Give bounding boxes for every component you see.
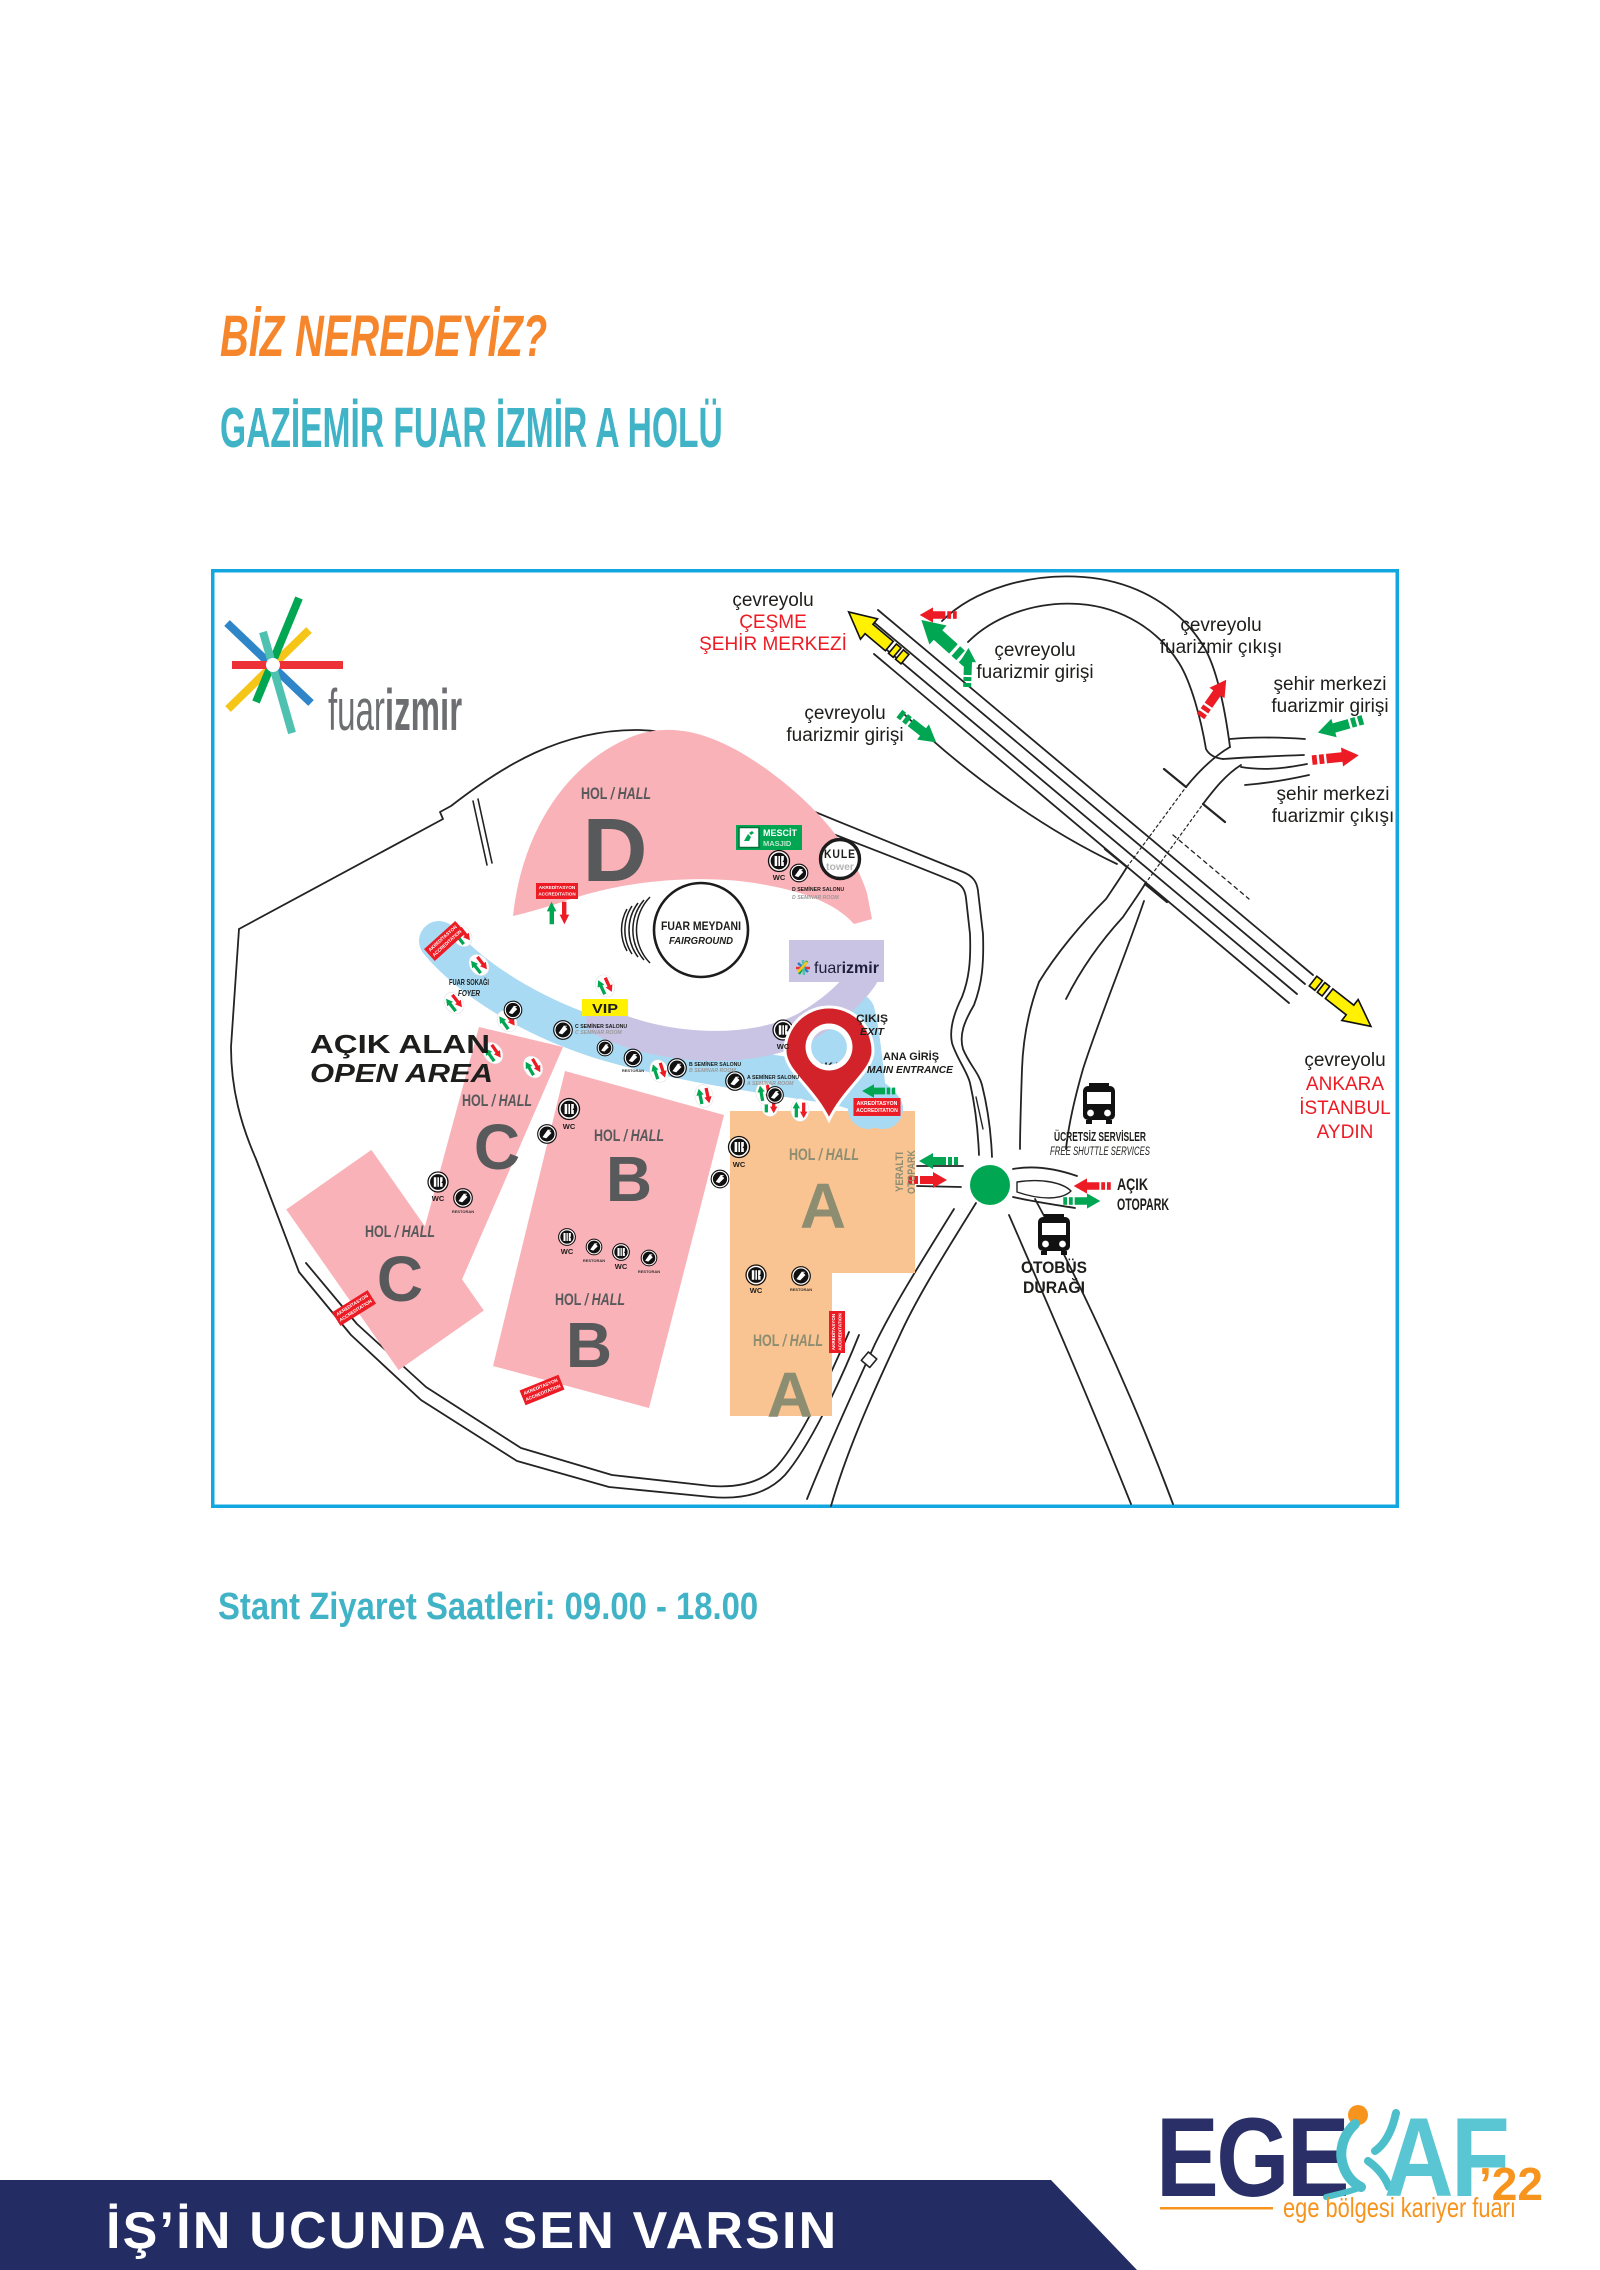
svg-text:fuarizmir: fuarizmir (328, 678, 462, 743)
svg-text:AF: AF (1384, 2095, 1507, 2220)
svg-text:ANA GİRİŞ: ANA GİRİŞ (883, 1050, 939, 1063)
svg-text:fuarizmir çıkışı: fuarizmir çıkışı (1160, 637, 1282, 658)
svg-text:EGE: EGE (1156, 2094, 1347, 2220)
svg-text:fuarizmir çıkışı: fuarizmir çıkışı (1272, 806, 1394, 827)
svg-text:A: A (800, 1170, 846, 1242)
svg-text:’22: ’22 (1479, 2158, 1543, 2210)
svg-text:FUAR MEYDANI: FUAR MEYDANI (661, 921, 741, 933)
svg-text:fuarizmir girişi: fuarizmir girişi (976, 662, 1093, 683)
svg-text:AKREDİTASYON: AKREDİTASYON (830, 1313, 836, 1350)
svg-text:C SEMINAR ROOM: C SEMINAR ROOM (575, 1030, 622, 1036)
svg-text:çevreyolu: çevreyolu (732, 590, 813, 611)
svg-text:D: D (583, 801, 648, 901)
svg-text:RESTORAN: RESTORAN (583, 1258, 605, 1263)
svg-text:ACCREDITATION: ACCREDITATION (538, 892, 576, 897)
svg-text:FOYER: FOYER (458, 989, 480, 998)
svg-text:WC: WC (733, 1160, 746, 1169)
svg-text:MASJID: MASJID (763, 839, 792, 848)
svg-text:RESTORAN: RESTORAN (452, 1209, 474, 1214)
svg-text:tower: tower (826, 861, 854, 873)
svg-text:WC: WC (561, 1247, 574, 1256)
svg-text:ANKARA: ANKARA (1306, 1074, 1384, 1095)
svg-text:MAIN ENTRANCE: MAIN ENTRANCE (867, 1065, 953, 1076)
svg-text:WC: WC (615, 1262, 628, 1271)
svg-text:AYDIN: AYDIN (1317, 1122, 1374, 1143)
svg-text:şehir merkezi: şehir merkezi (1274, 674, 1387, 695)
svg-text:ŞEHİR MERKEZİ: ŞEHİR MERKEZİ (699, 634, 847, 655)
svg-text:VIP: VIP (592, 1002, 618, 1016)
svg-text:YERALTI: YERALTI (894, 1152, 906, 1192)
svg-text:RESTORAN: RESTORAN (790, 1287, 812, 1292)
svg-text:C: C (377, 1243, 423, 1315)
svg-text:şehir merkezi: şehir merkezi (1277, 784, 1390, 805)
svg-text:fuarizmir: fuarizmir (814, 960, 879, 977)
svg-text:A: A (767, 1359, 813, 1431)
svg-text:İSTANBUL: İSTANBUL (1299, 1098, 1391, 1119)
svg-text:EXIT: EXIT (860, 1027, 885, 1038)
svg-text:B SEMİNER SALONU: B SEMİNER SALONU (689, 1061, 741, 1068)
svg-text:ACCREDITATION: ACCREDITATION (856, 1108, 898, 1114)
svg-text:ege bölgesi kariyer fuarı: ege bölgesi kariyer fuarı (1283, 2192, 1516, 2223)
svg-text:HOL / HALL: HOL / HALL (462, 1091, 532, 1110)
svg-text:B: B (606, 1143, 652, 1215)
svg-text:HOL / HALL: HOL / HALL (753, 1331, 823, 1350)
svg-text:RESTORAN: RESTORAN (622, 1068, 644, 1073)
svg-text:FAIRGROUND: FAIRGROUND (669, 935, 733, 947)
svg-text:FUAR SOKAĞI: FUAR SOKAĞI (449, 976, 489, 987)
svg-text:AÇIK: AÇIK (1117, 1176, 1148, 1194)
svg-text:WC: WC (563, 1122, 576, 1131)
svg-text:AKREDİTASYON: AKREDİTASYON (539, 884, 576, 890)
svg-text:KULE: KULE (824, 849, 856, 861)
svg-text:HOL / HALL: HOL / HALL (555, 1290, 625, 1309)
svg-text:fuarizmir girişi: fuarizmir girişi (786, 725, 903, 746)
svg-text:HOL / HALL: HOL / HALL (789, 1145, 859, 1164)
svg-text:D SEMİNER SALONU: D SEMİNER SALONU (792, 886, 844, 893)
svg-text:DURAĞI: DURAĞI (1023, 1278, 1085, 1297)
svg-text:WC: WC (750, 1286, 763, 1295)
svg-text:HOL / HALL: HOL / HALL (365, 1222, 435, 1241)
svg-text:WC: WC (773, 873, 786, 882)
svg-text:çevreyolu: çevreyolu (1304, 1050, 1385, 1071)
svg-text:ÇEŞME: ÇEŞME (739, 612, 807, 633)
svg-text:AKREDİTASYON: AKREDİTASYON (857, 1100, 898, 1107)
svg-text:AÇIK ALAN: AÇIK ALAN (310, 1029, 490, 1059)
svg-text:WC: WC (432, 1194, 445, 1203)
svg-text:RESTORAN: RESTORAN (638, 1269, 660, 1274)
svg-text:fuarizmir girişi: fuarizmir girişi (1271, 696, 1388, 717)
svg-text:ACCREDITATION: ACCREDITATION (838, 1313, 843, 1351)
svg-text:çevreyolu: çevreyolu (1180, 615, 1261, 636)
svg-text:OPEN AREA: OPEN AREA (310, 1058, 493, 1088)
svg-text:C: C (474, 1111, 520, 1183)
svg-text:A SEMINAR ROOM: A SEMINAR ROOM (746, 1081, 794, 1087)
svg-text:ÜCRETSİZ SERVİSLER: ÜCRETSİZ SERVİSLER (1054, 1129, 1146, 1144)
svg-text:C SEMİNER SALONU: C SEMİNER SALONU (575, 1023, 627, 1030)
svg-text:HOL / HALL: HOL / HALL (581, 784, 651, 803)
svg-text:D SEMINAR ROOM: D SEMINAR ROOM (792, 895, 839, 901)
svg-text:A SEMİNER SALONU: A SEMİNER SALONU (747, 1074, 799, 1081)
svg-text:MESCİT: MESCİT (763, 828, 798, 838)
svg-text:ÇIKIŞ: ÇIKIŞ (856, 1013, 888, 1025)
svg-text:çevreyolu: çevreyolu (804, 703, 885, 724)
svg-text:çevreyolu: çevreyolu (994, 640, 1075, 661)
svg-text:HOL / HALL: HOL / HALL (594, 1126, 664, 1145)
svg-text:B: B (566, 1309, 612, 1381)
svg-text:FREE SHUTTLE SERVICES: FREE SHUTTLE SERVICES (1050, 1146, 1150, 1158)
svg-text:OTOPARK: OTOPARK (906, 1150, 918, 1194)
svg-text:OTOBÜS: OTOBÜS (1021, 1258, 1087, 1277)
svg-text:B SEMINAR ROOM: B SEMINAR ROOM (689, 1068, 736, 1074)
svg-text:OTOPARK: OTOPARK (1117, 1196, 1169, 1214)
svg-text:WC: WC (777, 1042, 790, 1051)
